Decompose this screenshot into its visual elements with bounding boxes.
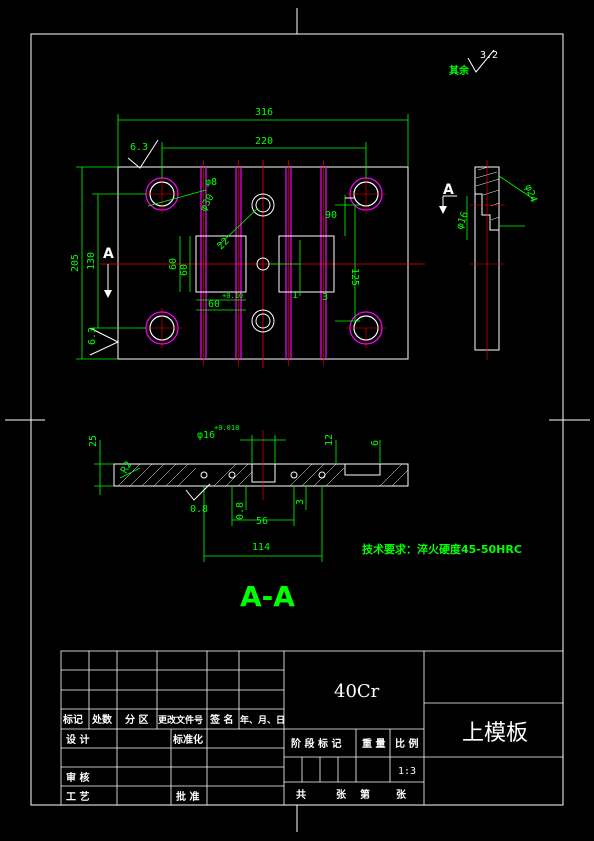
title-block-text: 40Cr 上模板 标记 处数 分 区 更改文件号 签 名 年、月、日 设 计 标… — [62, 681, 528, 803]
scale-label: 比 例 — [395, 737, 418, 750]
dim-316: 316 — [255, 107, 273, 118]
scale-value: 1:3 — [398, 766, 416, 777]
title-block — [60, 650, 564, 806]
col-zone: 分 区 — [125, 713, 148, 726]
dim-0-8: 0.8 — [190, 504, 208, 515]
dim-phi16: φ16 — [197, 430, 215, 441]
total-label: 共 — [296, 788, 306, 801]
dim-3-section: 3 — [295, 499, 306, 505]
dim-r2: R2 — [119, 460, 135, 476]
roughness-top: 6.3 — [130, 142, 148, 153]
roughness-rest-label: 其余 — [449, 64, 470, 77]
section-label: A-A — [240, 580, 295, 613]
row-approve: 批 准 — [176, 790, 199, 803]
roughness-rest-value: 3.2 — [480, 50, 498, 61]
material: 40Cr — [334, 681, 380, 702]
dim-12: 12 — [324, 434, 335, 446]
dim-60-bottom: 60 — [208, 299, 220, 310]
row-standard: 标准化 — [172, 733, 203, 746]
col-count: 处数 — [91, 713, 113, 726]
dim-130: 130 — [86, 252, 97, 270]
section-view: 25 φ16 +0.018 12 6 R2 0.8 0.8 56 3 114 — [88, 424, 409, 562]
weight-label: 重 量 — [362, 737, 385, 750]
dim-60b: 60 — [179, 264, 190, 276]
part-name: 上模板 — [462, 721, 528, 746]
dim-3: 3 — [322, 292, 328, 303]
section-mark-right: A — [443, 182, 454, 198]
dim-phi16-side: φ16 — [454, 210, 471, 231]
stage-mark: 阶 段 标 记 — [291, 737, 341, 750]
sheet-no-label: 第 — [360, 788, 370, 801]
drawing-frame — [5, 8, 590, 832]
col-mark: 标记 — [62, 713, 83, 726]
dim-56: 56 — [256, 516, 268, 527]
plan-view: 316 220 205 130 125 90 φ30 φ8 22 60 60 6… — [70, 107, 425, 368]
roughness-rest: 其余 3.2 — [449, 49, 498, 77]
dim-90: 90 — [325, 210, 337, 221]
col-date: 年、月、日 — [240, 714, 285, 726]
dim-25: 25 — [88, 435, 99, 447]
section-mark-left: A — [103, 246, 114, 262]
dim-6: 6 — [370, 440, 381, 446]
dim-60a: 60 — [168, 258, 179, 270]
dim-60-tol: +0.10 — [222, 292, 243, 300]
row-design: 设 计 — [66, 733, 89, 746]
dim-phi16-tol: +0.018 — [214, 424, 239, 432]
sheets-label: 张 — [336, 788, 347, 801]
col-doc: 更改文件号 — [158, 714, 203, 726]
dim-205: 205 — [70, 254, 81, 272]
col-sign: 签 名 — [209, 713, 233, 726]
tech-requirement: 技术要求：淬火硬度45-50HRC — [362, 542, 522, 556]
side-view: A φ24 φ16 — [439, 160, 539, 360]
dim-220: 220 — [255, 136, 273, 147]
row-review: 审 核 — [66, 771, 89, 784]
dim-125: 125 — [349, 268, 360, 286]
dim-22: 22 — [215, 236, 231, 252]
corner-holes — [145, 177, 383, 345]
row-process: 工 艺 — [66, 790, 89, 803]
dim-0-8b: 0.8 — [235, 502, 246, 520]
dim-phi8: φ8 — [205, 177, 217, 188]
hatching — [117, 463, 409, 487]
dim-1: 1 — [292, 290, 298, 301]
dim-114: 114 — [252, 542, 270, 553]
roughness-left: 6.3 — [87, 327, 98, 345]
sheet-unit-label: 张 — [396, 788, 407, 801]
dim-phi24: φ24 — [522, 183, 539, 204]
